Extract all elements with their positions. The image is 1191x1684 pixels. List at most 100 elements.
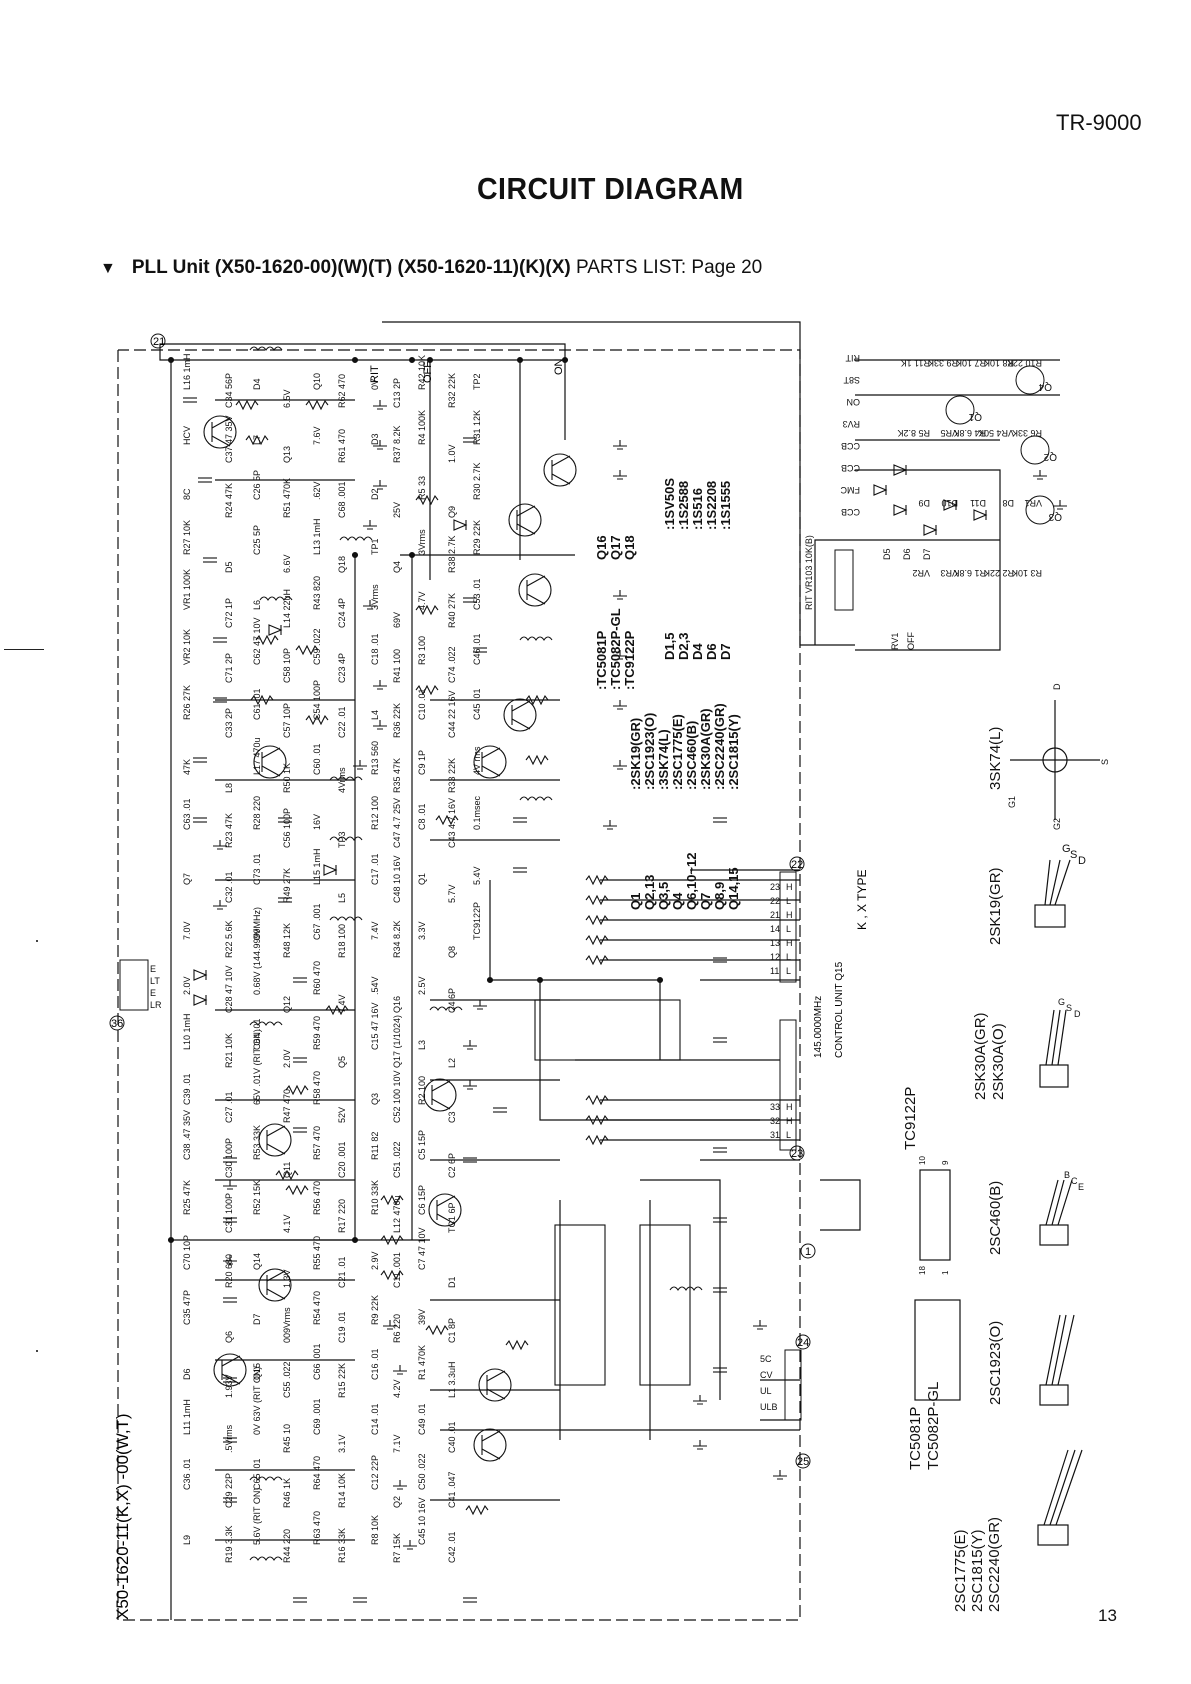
- ground-symbol: [373, 680, 387, 690]
- component-label: R10 33K: [370, 1180, 380, 1215]
- rit-part-label: D9: [918, 498, 930, 508]
- 3sk74-pin: D: [1052, 683, 1062, 690]
- 2sc460-pin: C: [1071, 1176, 1078, 1186]
- component-label: L12 470u: [392, 1195, 402, 1233]
- 2sk30a-pin: D: [1074, 1009, 1081, 1019]
- component-label: C59 .022: [312, 628, 322, 665]
- component-label: C68 .001: [337, 481, 347, 518]
- rv1-off-label: OFF: [906, 632, 916, 650]
- component-label: C47 4.7 25V: [392, 798, 402, 848]
- 3sk74-leads: [1010, 700, 1100, 820]
- semiconductor-ref: D2,3: [676, 633, 691, 660]
- transistor-symbol: [213, 1353, 247, 1387]
- rit-pot-body: [834, 549, 854, 611]
- transistor-emitter: [481, 1448, 501, 1460]
- semiconductor-part: :1S516: [690, 488, 705, 530]
- component-label: C66 .001: [312, 1343, 322, 1380]
- inductor-symbol: [329, 776, 363, 781]
- component-label: R41 100: [392, 649, 402, 683]
- unit-subtitle: ▼PLL Unit (X50-1620-00)(W)(T) (X50-1620-…: [100, 257, 762, 279]
- connector-24-pin: UL: [760, 1386, 772, 1396]
- component-label: C56 100P: [282, 808, 292, 848]
- semiconductor-ref: Q14,15: [726, 867, 741, 910]
- inductor-symbol: [519, 636, 553, 641]
- component-label: L8: [224, 783, 234, 793]
- component-label: C15 47 16V: [370, 1002, 380, 1050]
- component-label: C5 15P: [417, 1130, 427, 1160]
- component-label: R16 33K: [337, 1528, 347, 1563]
- component-label: 0V: [370, 379, 380, 390]
- semiconductor-ref: Q17: [608, 535, 623, 560]
- 2sk19-pin: G: [1062, 843, 1071, 855]
- semiconductor-part: :1SV50S: [662, 478, 677, 530]
- semiconductor-ref: Q18: [622, 535, 637, 560]
- component-label: C49 .01: [417, 1403, 427, 1435]
- inductor-symbol: [329, 836, 363, 841]
- rit-transistor-label: Q4: [1038, 381, 1052, 392]
- ground-symbol: [693, 1395, 707, 1405]
- connector-22-marker: [789, 856, 805, 872]
- ground-symbol: [403, 1540, 417, 1550]
- 2sc460-pin: B: [1064, 1170, 1070, 1180]
- component-label: 39V: [417, 1309, 427, 1325]
- component-label: R24 47K: [224, 483, 234, 518]
- component-label: 1.3V: [282, 1269, 292, 1288]
- diode-symbol: [893, 504, 908, 516]
- semiconductor-part: :1S1555: [718, 481, 733, 530]
- component-label: C35 47P: [182, 1290, 192, 1325]
- connector-23-level: L: [786, 1130, 791, 1140]
- tc9122p-pin: 18: [918, 1266, 927, 1275]
- rit-transistor: [945, 395, 975, 425]
- components: [167, 346, 1067, 1603]
- component-label: R40 27K: [447, 593, 457, 628]
- connector-25-label: 25: [797, 1456, 809, 1468]
- rit-terminal: CCB: [841, 441, 860, 451]
- component-label: 4.7V: [417, 591, 427, 610]
- ground-symbol: [213, 840, 227, 850]
- component-label: R15 22K: [337, 1363, 347, 1398]
- rit-part-label: VR1: [1024, 498, 1042, 508]
- connector-24-label: 24: [797, 1337, 809, 1349]
- connector-23-level: H: [786, 1116, 793, 1126]
- component-label: C58 10P: [282, 648, 292, 683]
- component-label: C51 .022: [392, 1141, 402, 1178]
- model-number: TR-9000: [1056, 110, 1142, 135]
- component-label: R37 8.2K: [392, 425, 402, 463]
- component-label: R8 10K: [370, 1515, 380, 1545]
- ground-symbol: [363, 600, 377, 610]
- transistor-emitter: [511, 718, 531, 730]
- component-label: Q3: [370, 1093, 380, 1105]
- rit-diode-label: D5: [882, 548, 892, 560]
- switch-off-label: OFF: [422, 361, 434, 383]
- semiconductor-ref: Q8,9: [712, 882, 727, 910]
- component-label: Q18: [337, 556, 347, 573]
- rit-part-label: R9 33K: [928, 358, 958, 368]
- transistor-symbol: [253, 745, 287, 779]
- component-label: D1: [447, 1276, 457, 1288]
- resistor-symbol: [245, 434, 269, 446]
- transistor-collector: [551, 455, 571, 467]
- transistor-emitter: [486, 1388, 506, 1400]
- resistor-symbol: [305, 714, 329, 726]
- component-label: C50 .022: [417, 1453, 427, 1490]
- inductor-symbol: [249, 1021, 283, 1026]
- component-label: R7 15K: [392, 1533, 402, 1563]
- connector-22-pin: 22: [770, 896, 780, 906]
- component-label: C10 .01: [417, 688, 427, 720]
- component-label: C71 2P: [224, 653, 234, 683]
- diode-symbol: [973, 509, 988, 521]
- rit-part-label: VR4 50K: [978, 428, 1014, 438]
- wire: [640, 1179, 721, 1400]
- rit-part-label: R10 22K: [1007, 358, 1042, 368]
- resistor-symbol: [380, 1269, 404, 1281]
- connector-21-marker: [150, 333, 166, 349]
- rit-transistor: [1020, 435, 1050, 465]
- component-label: C70 10P: [182, 1235, 192, 1270]
- component-label: 3.1V: [337, 1434, 347, 1453]
- component-label: C27 .01: [224, 1091, 234, 1123]
- component-label: .62V: [312, 481, 322, 500]
- rit-part-label: D11: [970, 498, 986, 508]
- resistor-symbol: [255, 634, 279, 646]
- connector-23-marker: [789, 1145, 805, 1161]
